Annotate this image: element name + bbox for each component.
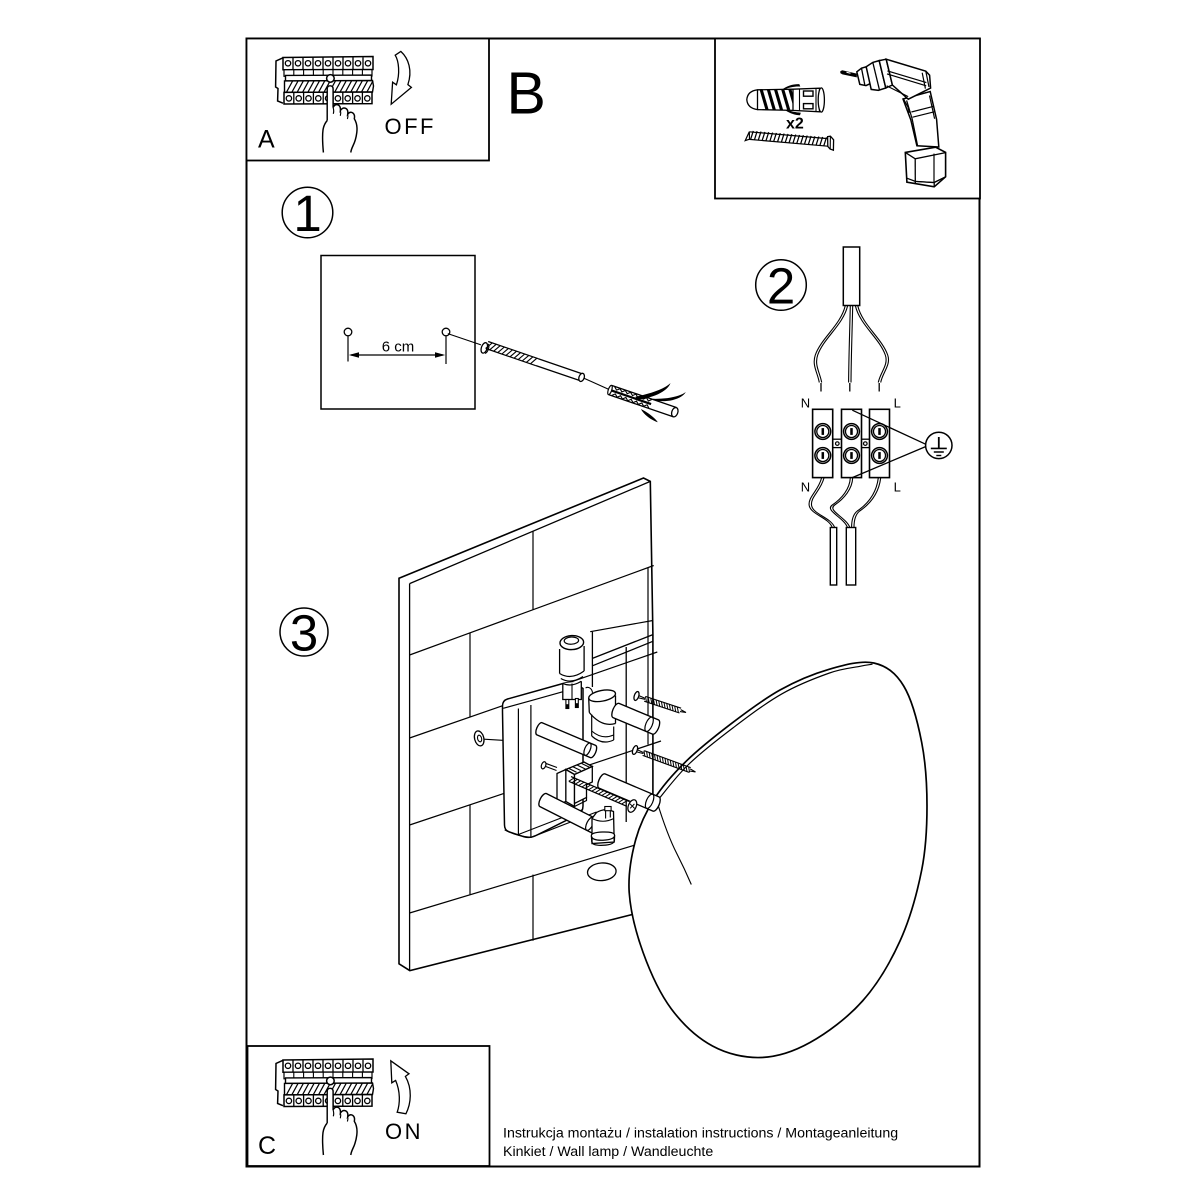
svg-text:1: 1: [293, 185, 321, 242]
svg-text:2: 2: [767, 257, 795, 314]
svg-text:N: N: [801, 480, 810, 495]
svg-text:x2: x2: [786, 116, 804, 133]
svg-text:B: B: [507, 61, 546, 127]
svg-text:Kinkiet / Wall lamp / Wandleuc: Kinkiet / Wall lamp / Wandleuchte: [503, 1144, 713, 1160]
svg-text:ON: ON: [385, 1119, 423, 1144]
svg-text:Instrukcja montażu / instalati: Instrukcja montażu / instalation instruc…: [503, 1126, 898, 1142]
svg-text:A: A: [258, 126, 275, 154]
svg-text:OFF: OFF: [385, 114, 437, 139]
svg-text:6 cm: 6 cm: [382, 339, 415, 356]
svg-text:L: L: [894, 480, 901, 495]
svg-text:N: N: [801, 396, 810, 411]
svg-text:C: C: [258, 1132, 276, 1160]
svg-text:3: 3: [290, 604, 318, 661]
svg-text:L: L: [894, 396, 901, 411]
